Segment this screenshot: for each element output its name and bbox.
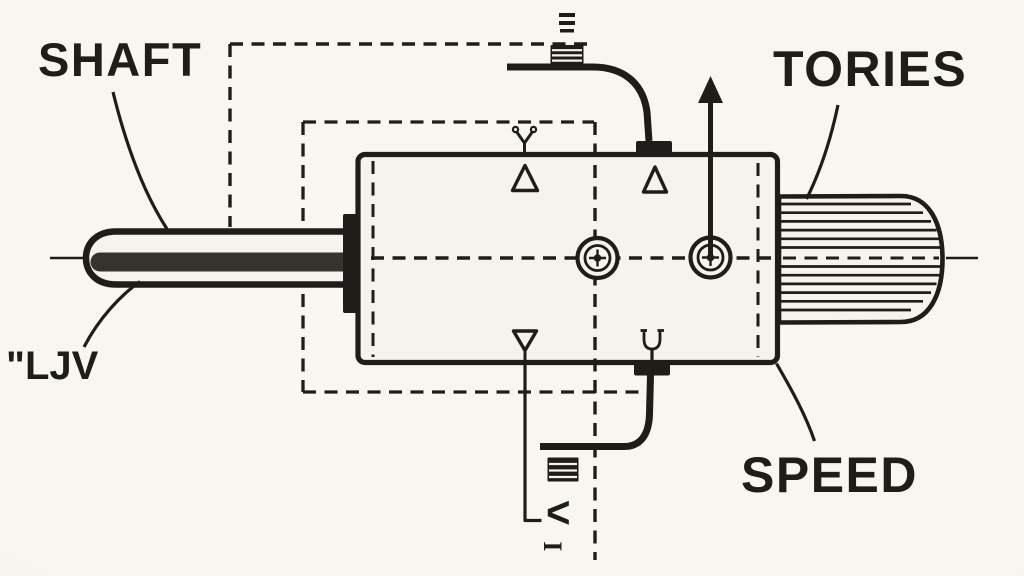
lower-pipe xyxy=(540,361,670,450)
up-arrow-icon xyxy=(698,76,723,256)
leader-line-shaft xyxy=(111,91,169,230)
leader-line-tories xyxy=(805,104,840,200)
leader-lines xyxy=(82,91,840,442)
shaft-collar xyxy=(343,214,359,313)
down-triangle-marker xyxy=(511,329,539,361)
fork-fitting-icon xyxy=(640,329,664,362)
shaft-drawing xyxy=(82,214,370,313)
label-ljv: ʺLJV xyxy=(6,344,99,388)
leader-line-speed xyxy=(775,362,817,442)
label-tories: TORIES xyxy=(773,41,968,97)
knurled-knob xyxy=(776,193,945,325)
knob-outline xyxy=(776,193,945,325)
angle-glyph: < xyxy=(546,487,573,538)
upper-pipe xyxy=(507,63,672,156)
label-shaft: SHAFT xyxy=(38,33,203,86)
port-circle-left xyxy=(575,235,620,281)
lower-hatch-block xyxy=(547,457,579,482)
rotated-i-glyph: I xyxy=(537,541,567,553)
lower-pipe-flange xyxy=(634,361,670,376)
vent-bars-icon xyxy=(559,13,575,33)
leader-line-ljv xyxy=(82,280,141,348)
triangle-marker-right xyxy=(641,165,669,194)
knurl-lines xyxy=(780,202,942,312)
outer-dashed-frame xyxy=(228,42,592,227)
label-speed: SPEED xyxy=(741,447,919,503)
upper-pipe-flange xyxy=(636,141,672,156)
upper-hatch-block xyxy=(550,45,584,65)
triangle-marker-left xyxy=(510,163,540,193)
drop-leg-line xyxy=(523,362,542,523)
y-fitting-icon xyxy=(511,125,538,156)
